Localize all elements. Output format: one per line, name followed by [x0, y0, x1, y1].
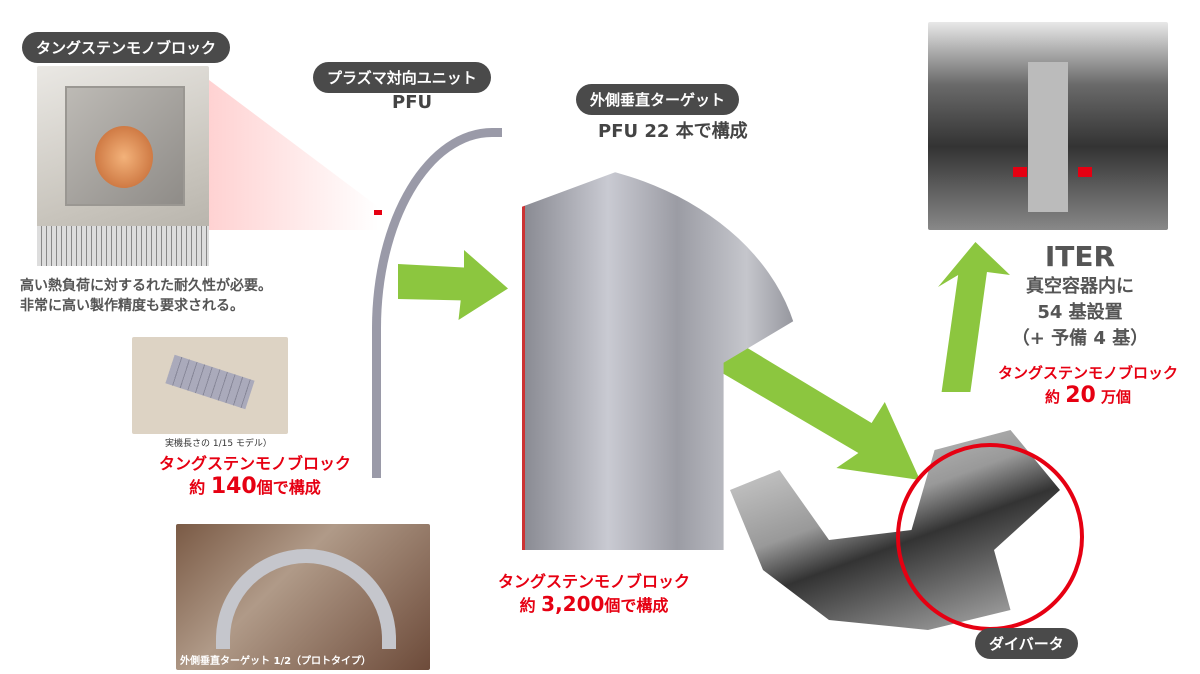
monoblock-photo	[37, 66, 209, 266]
outer-target-label: 外側垂直ターゲット	[576, 84, 740, 115]
count-suffix: 個で構成	[604, 596, 669, 615]
count-prefix: 約	[1044, 388, 1060, 406]
monoblock-count-label: タングステンモノブロック	[158, 454, 351, 473]
monoblock-desc-line1: 高い熱負荷に対するれた耐久性が必要。	[20, 278, 272, 294]
monoblock-label: タングステンモノブロック	[22, 32, 231, 63]
prototype-photo: 外側垂直ターゲット 1/2（プロトタイプ）	[176, 524, 430, 670]
count-suffix: 万個	[1101, 388, 1132, 406]
count-prefix: 約	[519, 596, 536, 615]
divertor-highlight-circle	[896, 443, 1084, 631]
monoblock-model-photo	[132, 337, 288, 434]
iter-count-label: タングステンモノブロック	[997, 364, 1178, 382]
iter-title: ITER	[1044, 240, 1116, 273]
iter-cutaway-image	[928, 22, 1168, 230]
monoblock-desc-line2: 非常に高い製作精度も要求される。	[20, 298, 244, 314]
iter-line3: （+ 予備 4 基）	[1011, 328, 1149, 349]
count-prefix: 約	[189, 478, 206, 497]
outer-target-count-value: 3,200	[541, 592, 605, 616]
iter-count-value: 20	[1065, 383, 1096, 408]
divertor-label: ダイバータ	[975, 628, 1078, 659]
zoom-highlight	[209, 80, 379, 230]
outer-target-sub: PFU 22 本で構成	[598, 121, 748, 142]
pfu-abbr: PFU	[392, 92, 433, 113]
monoblock-count-value: 140	[210, 474, 257, 499]
iter-line1: 真空容器内に	[1026, 276, 1134, 297]
iter-line2: 54 基設置	[1037, 302, 1123, 323]
count-suffix: 個で構成	[256, 478, 321, 497]
prototype-caption: 外側垂直ターゲット 1/2（プロトタイプ）	[180, 656, 372, 667]
outer-target-count-label: タングステンモノブロック	[497, 572, 690, 591]
pfu-label: プラズマ対向ユニット	[313, 62, 491, 93]
model-caption: 実機長さの 1/15 モデル）	[165, 439, 272, 449]
pfu-highlight	[374, 210, 382, 215]
